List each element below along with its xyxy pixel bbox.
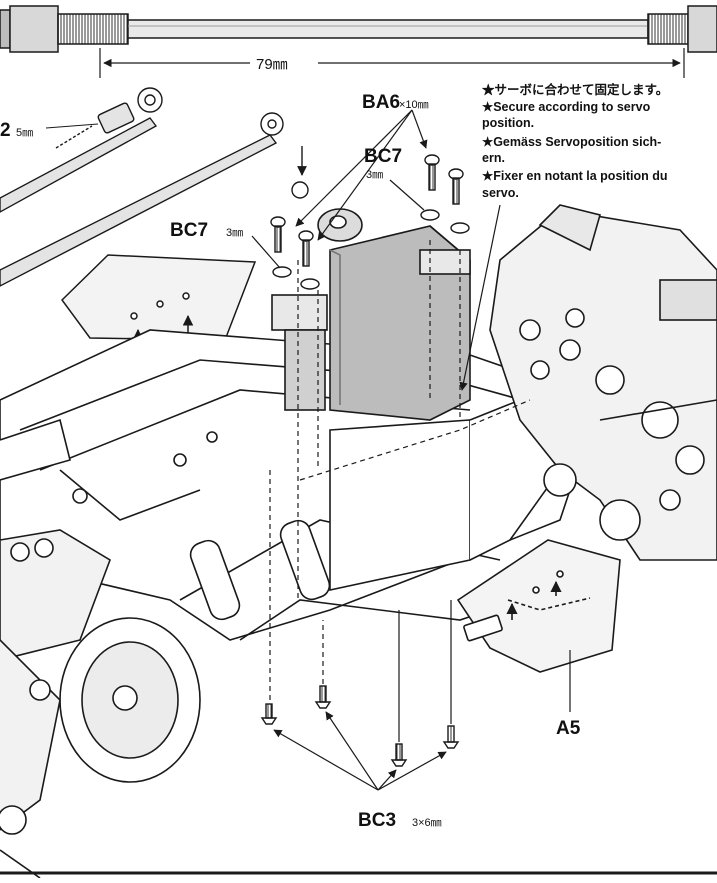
note-line-en-1: ★Secure according to servo [482, 100, 651, 114]
rod-label-size: 5㎜ [16, 127, 33, 139]
link-rod [0, 87, 309, 287]
label-ba6-size: ×10㎜ [399, 99, 429, 111]
bc3-leaders [269, 600, 452, 791]
rod-leader [45, 123, 99, 129]
servo-screws [270, 154, 470, 290]
bc3-screws [260, 685, 460, 767]
label-a5-code: A5 [556, 718, 581, 739]
leader-lines [251, 109, 531, 640]
note-line-fr-2: servo. [482, 186, 519, 200]
note-line-fr-1: ★Fixer en notant la position du [482, 169, 668, 183]
note-line-de-1: ★Gemäss Servoposition sich- [482, 135, 661, 149]
note-line-de-2: ern. [482, 151, 505, 165]
label-bc7-left-code: BC7 [170, 220, 208, 241]
rod-label-code: 2 [0, 120, 11, 141]
servo [271, 208, 471, 421]
note-line-ja: ★サーボに合わせて固定します。 [482, 82, 668, 97]
screw-ba6-a [270, 216, 286, 253]
mount-plate [61, 254, 257, 352]
front-hub [0, 529, 201, 879]
label-bc7-right-size: 3㎜ [366, 169, 383, 181]
dimension-79mm [99, 48, 685, 78]
screw-ba6-c [424, 154, 440, 191]
note-line-en-2: position. [482, 116, 534, 130]
screw-ba6-b [298, 230, 314, 267]
label-bc7-right-code: BC7 [364, 146, 402, 167]
dimension-label: 79㎜ [256, 56, 288, 73]
servo-note: ★サーボに合わせて固定します。 ★Secure according to ser… [482, 82, 668, 200]
gearbox-assembly [489, 204, 717, 561]
label-bc7-left-size: 3㎜ [226, 227, 243, 239]
a5-plate [456, 539, 621, 673]
label-bc3-code: BC3 [358, 810, 396, 831]
turnbuckle-rod [0, 5, 717, 53]
screw-ba6-d [448, 168, 464, 205]
label-ba6-code: BA6 [362, 92, 400, 113]
label-bc3-size: 3×6㎜ [412, 817, 442, 829]
